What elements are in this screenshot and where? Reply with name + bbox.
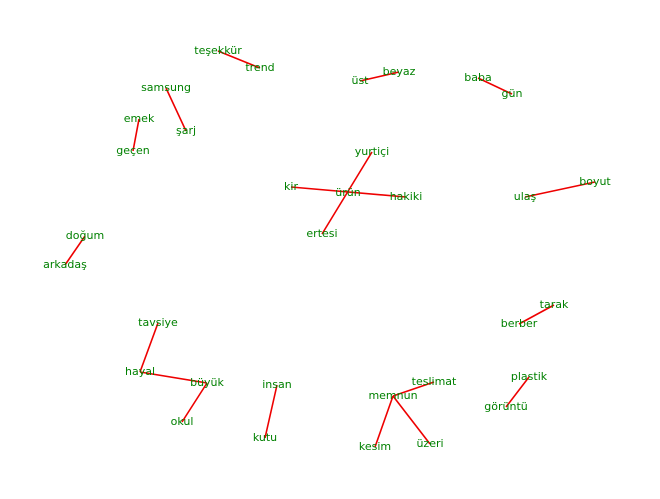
node-label-urun: ürün (335, 186, 360, 199)
edge-boyut-ulas (524, 181, 596, 198)
edge-samsung-sarj (165, 87, 187, 132)
edge-tarak-berber (518, 304, 555, 325)
edge-tesekkur-trend (217, 50, 261, 69)
edge-dogum-arkadas (64, 235, 86, 266)
edge-emek-gecen (132, 118, 140, 152)
edge-layer (64, 50, 596, 448)
node-label-teslimat: teslimat (412, 375, 457, 388)
node-label-tesekkur: teşekkür (194, 44, 242, 57)
node-label-tarak: tarak (540, 298, 569, 311)
node-label-beyaz: beyaz (383, 65, 416, 78)
edge-baba-gun (477, 77, 513, 95)
edge-memnun-kesim (374, 395, 394, 448)
edge-insan-kutu (264, 384, 278, 439)
node-label-baba: baba (464, 71, 491, 84)
node-label-goruntu: görüntü (484, 400, 527, 413)
node-label-plastik: plastik (511, 370, 548, 383)
node-label-gun: gün (502, 87, 523, 100)
node-label-memnun: memnun (368, 389, 417, 402)
edge-kir-hakiki (290, 186, 407, 198)
node-label-tavsiye: tavsiye (138, 316, 178, 329)
edge-hayal-buyuk (139, 371, 208, 384)
node-label-dogum: doğum (66, 229, 104, 242)
node-label-okul: okul (171, 415, 194, 428)
node-label-sarj: şarj (176, 124, 196, 137)
node-label-berber: berber (501, 317, 538, 330)
edge-tavsiye-hayal (139, 322, 159, 373)
node-label-yurtici: yurtiçi (355, 145, 389, 158)
node-label-arkadas: arkadaş (43, 258, 87, 271)
edge-plastik-goruntu (505, 376, 530, 408)
node-label-kir: kir (284, 180, 298, 193)
node-label-uzeri: üzeri (416, 437, 443, 450)
node-label-buyuk: büyük (190, 376, 224, 389)
node-label-ulas: ulaş (514, 190, 537, 203)
edge-ust-beyaz (359, 71, 400, 82)
node-label-hakiki: hakiki (390, 190, 423, 203)
node-label-ertesi: ertesi (306, 227, 337, 240)
edge-teslimat-memnun (392, 381, 435, 397)
node-label-emek: emek (124, 112, 155, 125)
node-label-kutu: kutu (253, 431, 277, 444)
node-label-gecen: geçen (116, 144, 150, 157)
edge-buyuk-okul (181, 382, 208, 423)
edge-yurtici-ertesi (321, 151, 373, 235)
edge-memnun-uzeri (392, 395, 431, 445)
node-label-ust: üst (351, 74, 369, 87)
node-label-insan: insan (262, 378, 291, 391)
node-label-boyut: boyut (579, 175, 611, 188)
node-label-trend: trend (245, 61, 274, 74)
node-label-hayal: hayal (125, 365, 155, 378)
node-label-kesim: kesim (359, 440, 391, 453)
node-label-samsung: samsung (141, 81, 191, 94)
